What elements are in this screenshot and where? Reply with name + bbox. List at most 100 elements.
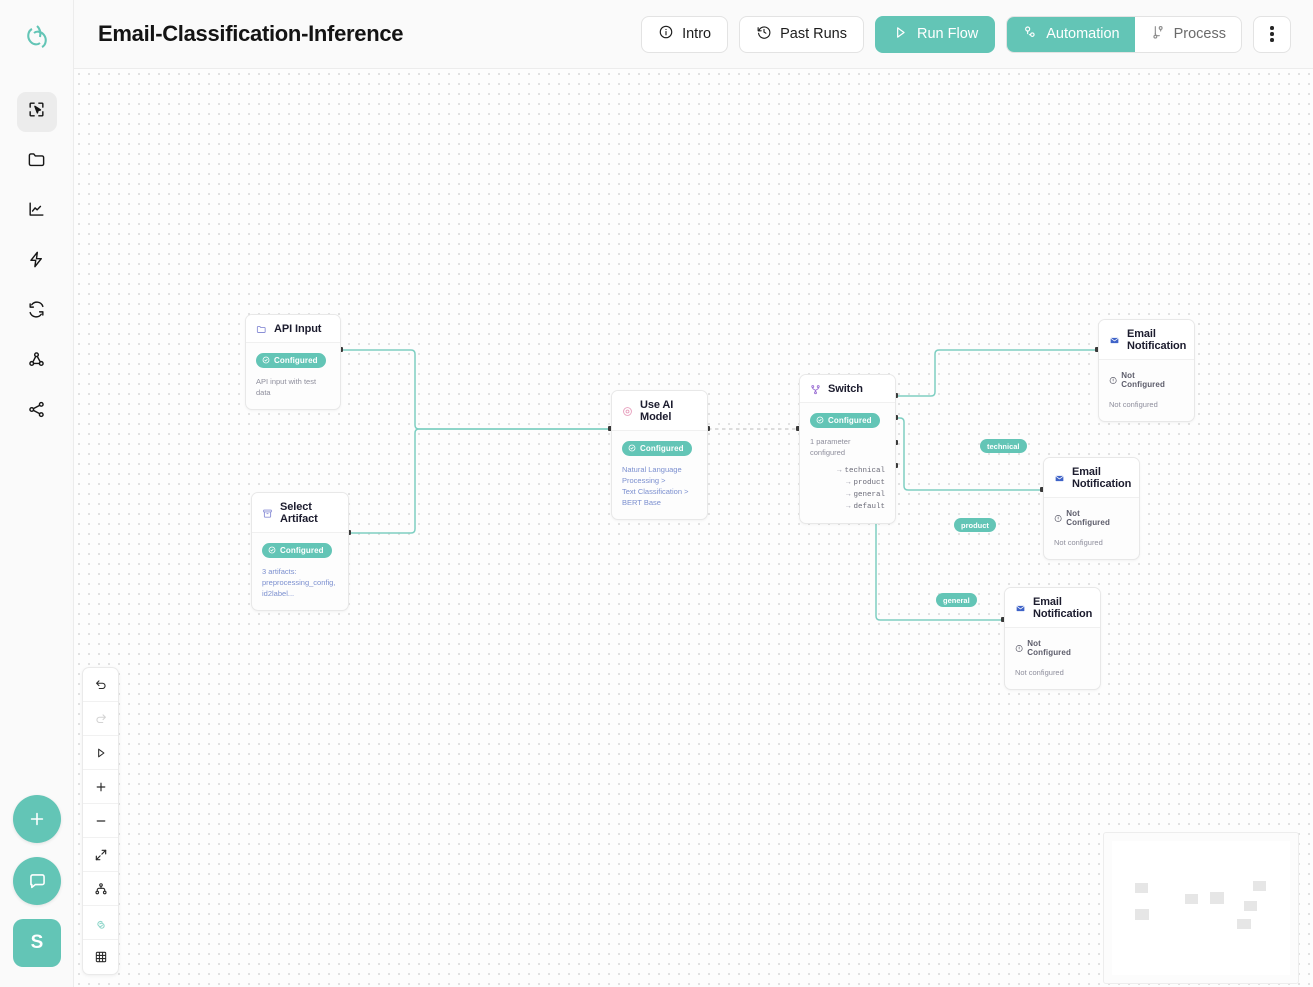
node-email-notification-2[interactable]: Email Notification Not Configured Not co…: [1043, 457, 1140, 560]
alert-circle-icon: [1015, 644, 1023, 652]
node-description: 1 parameter configured: [810, 437, 851, 457]
info-circle-icon: [658, 24, 674, 44]
refresh-icon: [27, 300, 46, 324]
node-select-artifact[interactable]: Select Artifact Configured 3 artifacts: …: [251, 492, 349, 611]
run-button[interactable]: [83, 736, 118, 770]
status-label: Configured: [274, 355, 318, 365]
status-badge: Configured: [622, 440, 692, 456]
header-actions: Intro Past Runs: [641, 15, 1291, 53]
link-icon: [96, 920, 105, 929]
node-body: Not Configured Not configured: [1005, 628, 1100, 689]
top-header: Email-Classification-Inference Intro: [74, 0, 1313, 69]
switch-port-label: default: [853, 503, 885, 512]
sidebar-item-share[interactable]: [17, 392, 57, 432]
node-header: Email Notification: [1099, 320, 1194, 360]
sidebar-item-files[interactable]: [17, 142, 57, 182]
more-options-button[interactable]: [1253, 15, 1291, 53]
automation-label: Automation: [1046, 26, 1120, 42]
node-description: Natural Language Processing > Text Class…: [622, 465, 689, 507]
edge-switch-product: [896, 417, 1043, 491]
sidebar-item-webhooks[interactable]: [17, 342, 57, 382]
node-header: Email Notification: [1044, 458, 1139, 498]
edge-label-product[interactable]: product: [954, 518, 996, 532]
node-body: Not Configured Not configured: [1044, 498, 1139, 559]
history-clock-icon: [756, 24, 772, 44]
run-flow-label: Run Flow: [917, 26, 979, 42]
node-header: Use AI Model: [612, 391, 707, 431]
node-description: Not configured: [1015, 668, 1064, 677]
node-header: Email Notification: [1005, 588, 1100, 628]
node-title: Switch: [828, 383, 863, 395]
node-description: Not configured: [1054, 538, 1103, 547]
edge-label-general[interactable]: general: [936, 593, 977, 607]
check-circle-icon: [262, 356, 270, 364]
undo-button[interactable]: [83, 668, 118, 702]
grid-icon: [95, 951, 106, 963]
node-description: Not configured: [1109, 400, 1158, 409]
zoom-out-button[interactable]: [83, 804, 118, 838]
expand-arrows-icon: [95, 849, 106, 860]
plus-icon: [30, 812, 44, 826]
minimap[interactable]: [1103, 832, 1299, 984]
node-switch[interactable]: Switch Configured 1 parameter configured…: [799, 374, 896, 525]
auto-layout-button[interactable]: [83, 872, 118, 906]
lightning-bolt-icon: [27, 250, 46, 274]
sidebar-item-sync[interactable]: [17, 292, 57, 332]
status-badge: Configured: [256, 352, 326, 368]
alert-circle-icon: [1109, 376, 1117, 384]
status-label: Not Configured: [1066, 509, 1110, 527]
minimap-viewport: [1112, 841, 1290, 975]
add-button[interactable]: [13, 795, 61, 843]
node-api-input[interactable]: API Input Configured API input with test…: [245, 314, 341, 410]
node-description: API input with test data: [256, 377, 317, 397]
webhook-icon: [27, 350, 46, 374]
node-body: Configured 1 parameter configured →techn…: [800, 403, 895, 523]
node-title: Email Notification: [1127, 328, 1187, 352]
chat-button[interactable]: [13, 857, 61, 905]
node-email-notification-1[interactable]: Email Notification Not Configured Not co…: [1098, 319, 1195, 422]
status-badge: Not Configured: [1109, 368, 1184, 392]
tab-process[interactable]: Process: [1135, 17, 1241, 52]
node-title: Select Artifact: [280, 501, 318, 525]
flow-canvas[interactable]: API Input Configured API input with test…: [74, 69, 1313, 987]
alert-circle-icon: [1054, 514, 1062, 522]
edge-label-technical[interactable]: technical: [980, 439, 1027, 453]
fit-view-button[interactable]: [83, 838, 118, 872]
redo-icon: [95, 713, 106, 723]
status-label: Not Configured: [1121, 371, 1165, 389]
envelope-icon: [1109, 335, 1120, 346]
run-flow-button[interactable]: Run Flow: [875, 15, 996, 53]
node-header: API Input: [246, 315, 340, 343]
node-title: API Input: [274, 323, 322, 335]
tab-automation[interactable]: Automation: [1007, 16, 1135, 52]
sidebar-item-analytics[interactable]: [17, 192, 57, 232]
status-label: Configured: [640, 443, 684, 453]
sidebar-item-select-tool[interactable]: [16, 92, 57, 132]
link-button[interactable]: [83, 906, 118, 940]
intro-label: Intro: [682, 26, 712, 42]
intro-button[interactable]: Intro: [641, 15, 729, 53]
plus-icon: [96, 782, 105, 791]
check-circle-icon: [628, 444, 636, 452]
sidebar-nav: [16, 92, 57, 432]
canvas-toolbar: [82, 667, 119, 975]
sidebar-item-actions[interactable]: [17, 242, 57, 282]
undo-icon: [95, 679, 106, 689]
user-avatar[interactable]: S: [13, 919, 61, 967]
switch-output-ports: →technical →product →general →default: [810, 465, 885, 514]
node-email-notification-3[interactable]: Email Notification Not Configured Not co…: [1004, 587, 1101, 690]
past-runs-button[interactable]: Past Runs: [739, 15, 864, 53]
grid-toggle-button[interactable]: [83, 940, 118, 974]
app-logo-icon[interactable]: [17, 18, 57, 58]
node-description: 3 artifacts: preprocessing_config, id2la…: [262, 567, 336, 598]
zoom-in-button[interactable]: [83, 770, 118, 804]
minus-icon: [96, 819, 105, 822]
left-sidebar: S: [0, 0, 74, 987]
check-circle-icon: [816, 416, 824, 424]
envelope-icon: [1015, 603, 1026, 614]
edge-select-artifact-to-model: [349, 428, 611, 534]
kebab-menu-icon: [1270, 32, 1274, 36]
switch-port-label: technical: [844, 466, 885, 475]
node-use-ai-model[interactable]: Use AI Model Configured Natural Language…: [611, 390, 708, 520]
model-circle-icon: [622, 406, 633, 417]
